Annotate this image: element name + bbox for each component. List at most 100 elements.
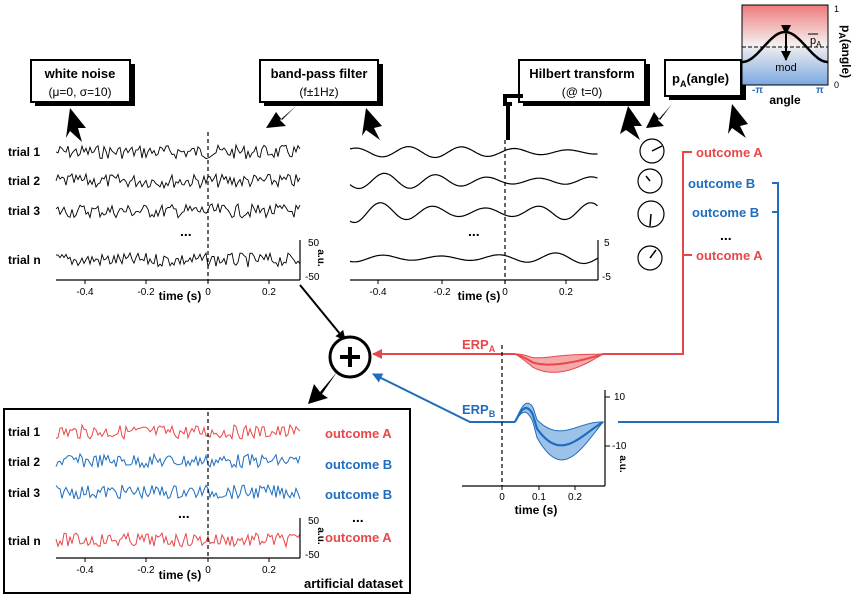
erp-b-label: ERPB [462, 402, 496, 419]
trial-1-label: trial 1 [8, 145, 40, 159]
sum-node [328, 335, 372, 379]
flow-arrows [66, 104, 748, 142]
noise-time-label: time (s) [159, 289, 202, 303]
filter-dots: ... [468, 223, 480, 239]
pa-ylabel: pA(angle) [837, 25, 851, 78]
ds-outcome-b-1: outcome B [325, 457, 392, 472]
ds-amp-bot: -50 [305, 550, 320, 561]
dataset-trace-1 [55, 423, 301, 441]
ds-outcome-a-1: outcome A [325, 426, 392, 441]
phase-circle-1 [639, 138, 665, 164]
noise-amp-unit: a.u. [315, 249, 326, 266]
ds-outcome-a-2: outcome A [325, 530, 392, 545]
filtered-traces [349, 145, 598, 265]
pa-title: pA(angle) [672, 71, 729, 89]
filtered-trace-1 [349, 145, 598, 159]
hilbert-down-arrow [620, 106, 642, 140]
hilbert-transform-box: Hilbert transform (@ t=0) [518, 59, 650, 106]
ds-trial-3-label: trial 3 [8, 486, 40, 500]
noise-to-plus-arrow [299, 284, 346, 341]
pa-down-arrow [728, 104, 748, 138]
erp-b-mean [514, 406, 604, 447]
dataset-trace-2 [55, 452, 301, 469]
tick-label: -0.4 [76, 287, 94, 298]
noise-trace-1 [55, 143, 301, 160]
plus-to-dataset-arrow [308, 372, 337, 404]
pa-ymin: 0 [834, 80, 839, 90]
noise-amp-bot: -50 [305, 272, 320, 283]
phase-circle-n [637, 245, 663, 271]
tick-label: 0.2 [262, 565, 276, 576]
noise-sub: (μ=0, σ=10) [48, 85, 111, 99]
trial-n-label: trial n [8, 253, 41, 267]
erp-tick-2: 0.2 [568, 492, 582, 503]
ds-trial-2-label: trial 2 [8, 455, 40, 469]
noise-title: white noise [44, 66, 116, 81]
outcome-labels: outcome A outcome B outcome B ... outcom… [688, 145, 763, 263]
dataset-label: artificial dataset [304, 576, 404, 591]
pa-mean-label: pA [810, 35, 822, 49]
pa-xmax: π [816, 85, 824, 96]
filter-amp-top: 5 [604, 238, 610, 249]
erp-time-label: time (s) [515, 503, 558, 517]
outcome-b-bracket [618, 182, 779, 423]
trial-labels: trial 1 trial 2 trial 3 trial n [8, 145, 41, 267]
tick-label: 0.2 [559, 287, 573, 298]
tick-label: -0.2 [433, 287, 451, 298]
filtered-trace-3 [349, 202, 598, 224]
noise-amp-top: 50 [308, 238, 320, 249]
erp-ytick-bot: -10 [612, 441, 627, 452]
white-noise-traces [55, 143, 301, 269]
phase-circle-3 [637, 200, 665, 228]
ds-outcome-dots: ... [352, 509, 364, 525]
outcome-dots: ... [720, 227, 732, 243]
trial-2-label: trial 2 [8, 174, 40, 188]
erp-ytick-top: 10 [614, 392, 626, 403]
filter-time-label: time (s) [458, 289, 501, 303]
tick-label: -0.4 [76, 565, 94, 576]
noise-dots: ... [180, 223, 192, 239]
ds-dots: ... [178, 505, 190, 521]
tick-label: 0.2 [262, 287, 276, 298]
outcome-a-2: outcome A [696, 248, 763, 263]
filter-down-arrow [362, 108, 382, 140]
tick-label: 0 [205, 565, 211, 576]
ds-time-label: time (s) [159, 568, 202, 582]
artificial-dataset-panel: trial 1 trial 2 trial 3 trial n ... -0.4… [3, 408, 411, 594]
noise-down-arrow [66, 108, 86, 142]
filter-left-arrow [266, 106, 296, 128]
filter-title: band-pass filter [271, 66, 368, 81]
dataset-trace-3 [55, 483, 301, 500]
pa-angle-box: pA(angle) [664, 59, 746, 100]
tick-label: 0 [205, 287, 211, 298]
white-noise-box: white noise (μ=0, σ=10) [30, 59, 135, 106]
outcome-a-bracket [603, 151, 692, 355]
ds-trial-n-label: trial n [8, 534, 41, 548]
pa-angle-plot: mod pA -π π angle 1 0 pA(angle) [741, 4, 851, 107]
noise-trace-2 [55, 172, 301, 190]
phase-circles [637, 138, 665, 271]
erp-a-mean [514, 353, 604, 366]
outcome-a-1: outcome A [696, 145, 763, 160]
erp-plot: 0 0.1 0.2 time (s) 10 -10 a.u. [462, 345, 628, 517]
outcome-b-2: outcome B [692, 205, 759, 220]
phase-circle-2 [637, 168, 663, 194]
pa-ymax: 1 [834, 4, 839, 14]
hilbert-connector [503, 94, 523, 140]
pa-xlabel: angle [769, 93, 801, 107]
filter-sub: (f±1Hz) [299, 85, 338, 99]
noise-trace-4 [55, 251, 301, 269]
ds-amp-unit: a.u. [315, 527, 326, 544]
erp-tick-1: 0.1 [532, 492, 546, 503]
dataset-trace-4 [55, 531, 301, 549]
ds-outcome-b-2: outcome B [325, 487, 392, 502]
erp-a-label: ERPA [462, 337, 496, 354]
noise-trace-3 [55, 202, 301, 220]
tick-label: -0.2 [137, 565, 155, 576]
hilbert-title: Hilbert transform [529, 66, 634, 81]
outcome-b-1: outcome B [688, 176, 755, 191]
ds-trial-1-label: trial 1 [8, 425, 40, 439]
